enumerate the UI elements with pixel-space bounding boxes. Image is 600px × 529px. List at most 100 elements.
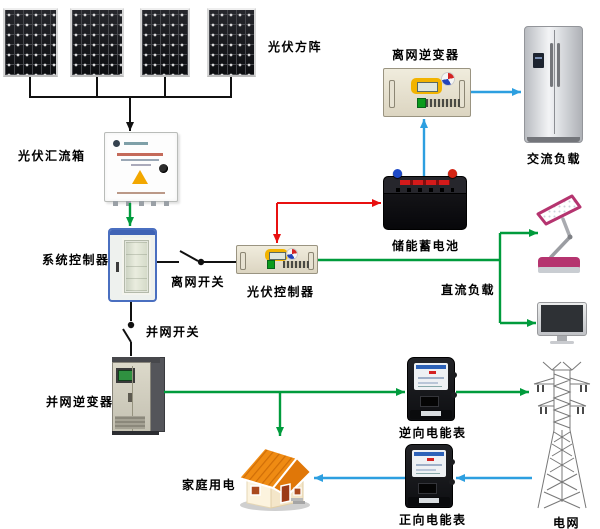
reverse-energy-meter-label: 逆向电能表 [399, 426, 467, 440]
pv-controller-label: 光伏控制器 [247, 285, 315, 299]
grid-tie-switch-label: 并网开关 [146, 325, 201, 339]
meter-knob [451, 372, 457, 378]
off-grid-inverter-device [383, 68, 471, 117]
house [238, 447, 312, 511]
pv-array-label: 光伏方阵 [268, 40, 323, 54]
grid-tie-inverter-label: 并网逆变器 [46, 395, 114, 409]
rack-handle-left [389, 80, 395, 108]
battery-label-strip [400, 180, 450, 185]
battery-caps [396, 188, 454, 192]
meter-face [414, 363, 448, 390]
meter-header-bar [414, 452, 444, 456]
lcd-screen [417, 82, 438, 92]
positive-terminal-icon [448, 169, 457, 178]
storage-battery-label: 储能蓄电池 [392, 239, 460, 253]
meter-tag [419, 498, 439, 503]
vent-grille [426, 99, 460, 107]
rack-handle-right [459, 80, 465, 108]
solar-panel-1 [3, 8, 58, 77]
meter-knob [449, 459, 455, 465]
meter-face [412, 450, 446, 477]
brand-dot-icon [113, 140, 120, 147]
meter-line [416, 464, 442, 466]
meter-terminal-cover [410, 410, 452, 419]
transmission-tower [533, 361, 591, 509]
door-seam [132, 366, 133, 431]
power-grid-label: 电网 [553, 516, 581, 529]
meter-window [420, 396, 439, 407]
lcd-screen [269, 252, 286, 260]
pv-controller-device [236, 245, 318, 274]
device-subtitle-text [121, 159, 159, 161]
tv-stand [557, 336, 567, 341]
device-title-text [117, 153, 163, 156]
fridge-display [533, 53, 544, 68]
tv-monitor [537, 302, 587, 344]
pv-array-wiring [29, 77, 232, 131]
ac-load-label: 交流负载 [527, 152, 582, 166]
meter-knob [449, 479, 455, 485]
fridge-door-split [553, 30, 555, 134]
fridge-handle-right [556, 43, 560, 87]
status-screen [116, 368, 135, 383]
off-grid-switch-symbol [157, 250, 236, 266]
system-controller-cabinet [108, 228, 157, 302]
grid-tie-switch-symbol [122, 302, 135, 356]
off-grid-inverter-label: 离网逆变器 [392, 48, 460, 62]
tv-screen [541, 305, 583, 332]
door-latch-icon [128, 393, 132, 402]
grid-tie-inverter-cabinet [112, 357, 165, 435]
vent-grille [115, 416, 145, 429]
brand-pinwheel-icon [442, 73, 454, 85]
vent-grille [283, 261, 309, 268]
door-handle-icon [116, 262, 119, 272]
meter-tag [421, 411, 441, 416]
fridge-display-line [535, 57, 542, 59]
storage-battery-device [383, 169, 467, 230]
cabinet-door [122, 238, 151, 295]
power-button-icon [417, 98, 426, 108]
fridge-handle-left [550, 43, 554, 87]
meter-header-bar [416, 365, 446, 369]
fridge-base [527, 137, 580, 142]
system-controller-label: 系统控制器 [42, 253, 110, 267]
green-flow-lines [126, 203, 538, 436]
model-text [131, 164, 151, 166]
household-power-label: 家庭用电 [182, 478, 237, 492]
meter-red-mark [427, 458, 435, 461]
cabinet-base [112, 431, 159, 435]
power-button-icon [267, 260, 275, 269]
brand-text [124, 142, 148, 145]
red-flow-lines [273, 199, 381, 243]
meter-knob [451, 392, 457, 398]
desk-lamp [536, 194, 582, 273]
meter-line [416, 469, 436, 471]
refrigerator [524, 26, 583, 143]
pv-combiner-box-label: 光伏汇流箱 [18, 149, 86, 163]
brand-pinwheel-icon [287, 249, 297, 259]
knob-icon [159, 164, 168, 173]
negative-terminal-icon [393, 169, 402, 178]
meter-line [416, 473, 440, 474]
cabinet-top [112, 357, 160, 363]
meter-line [418, 386, 442, 387]
forward-energy-meter-label: 正向电能表 [399, 513, 467, 527]
meter-line [418, 377, 444, 379]
off-grid-switch-label: 离网开关 [171, 275, 226, 289]
solar-panel-3 [140, 8, 190, 77]
solar-panel-4 [207, 8, 256, 77]
manufacturer-text [117, 192, 165, 194]
cable-glands [113, 201, 169, 206]
tv-stand-base [550, 341, 574, 344]
cabinet-glass [126, 242, 147, 291]
cabinet-top [110, 230, 155, 235]
dc-load-label: 直流负载 [441, 283, 496, 297]
forward-energy-meter-device [405, 444, 455, 508]
rack-handle-left [240, 252, 246, 270]
pv-combiner-box [104, 132, 178, 206]
meter-terminal-cover [408, 497, 450, 506]
warning-triangle-icon [132, 170, 148, 184]
meter-window [418, 483, 437, 494]
reverse-energy-meter-device [407, 357, 457, 421]
